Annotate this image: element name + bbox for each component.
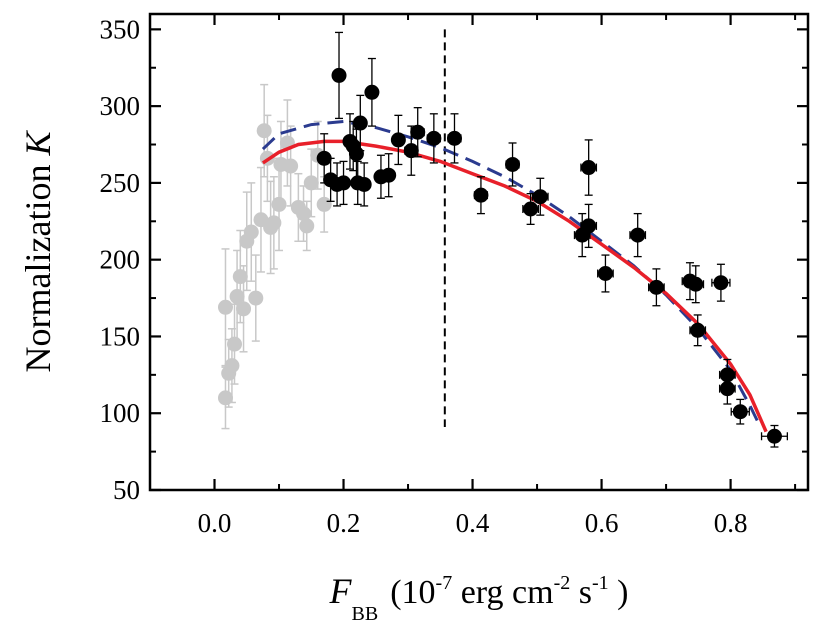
gray-data-point (266, 215, 282, 231)
y-tick-label: 200 (100, 245, 141, 275)
gray-data-point (256, 123, 272, 139)
x-axis-exp1: -7 (436, 572, 453, 594)
gray-data-point (236, 301, 252, 317)
y-axis-title-text: Normalization (18, 156, 58, 373)
gray-data-point (303, 175, 319, 191)
y-axis-title-symbol: K (18, 130, 58, 157)
black-data-point (690, 322, 706, 338)
gray-data-point (232, 269, 248, 285)
gray-data-point (271, 196, 287, 212)
x-axis-subscript: BB (352, 603, 379, 625)
x-tick-label: 0.2 (327, 508, 361, 538)
black-data-point (532, 189, 548, 205)
black-data-point (597, 265, 613, 281)
x-tick-label: 0.8 (714, 508, 748, 538)
black-data-point (352, 115, 368, 131)
x-axis-title: FBB (10-7 erg cm-2 s-1 ) (329, 571, 629, 625)
axis-ticks (149, 14, 808, 492)
black-data-point (390, 132, 406, 148)
black-data-point (766, 428, 782, 444)
x-axis-exp2: -2 (554, 572, 571, 594)
black-data-point (505, 156, 521, 172)
black-data-point (523, 201, 539, 217)
black-data-point (403, 143, 419, 159)
gray-data-point (283, 158, 299, 174)
y-tick-label: 100 (100, 398, 141, 428)
black-data-point (364, 84, 380, 100)
x-axis-exp3: -1 (592, 572, 609, 594)
x-axis-unit-suffix: ) (609, 574, 629, 611)
plot-frame (148, 12, 810, 492)
x-tick-label: 0.0 (198, 508, 232, 538)
gray-data-point (316, 196, 332, 212)
gray-data-point (224, 358, 240, 374)
black-data-point (426, 130, 442, 146)
plot-content (217, 29, 789, 448)
y-axis-title: Normalization K (18, 130, 58, 373)
y-tick-label: 150 (100, 321, 141, 351)
black-data-point (648, 279, 664, 295)
black-data-point (630, 227, 646, 243)
gray-data-point (248, 290, 264, 306)
y-tick-label: 300 (100, 91, 141, 121)
x-axis-unit-mid2: s (570, 574, 592, 611)
black-data-point (381, 167, 397, 183)
black-data-point (446, 130, 462, 146)
black-data-point (348, 146, 364, 162)
black-data-point (316, 150, 332, 166)
black-data-point (732, 404, 748, 420)
x-tick-label: 0.4 (456, 508, 490, 538)
gray-data-point (299, 218, 315, 234)
black-data-point (356, 176, 372, 192)
black-data-point (410, 124, 426, 140)
black-data-point (581, 218, 597, 234)
gray-data-point (243, 224, 259, 240)
x-axis-unit-prefix: (10 (390, 574, 435, 611)
x-axis-symbol: F (329, 571, 353, 611)
black-data-point (336, 175, 352, 191)
y-tick-label: 50 (113, 475, 140, 505)
black-data-point (473, 187, 489, 203)
black-data-point (331, 67, 347, 83)
gray-data-point (217, 299, 233, 315)
x-tick-label: 0.6 (585, 508, 619, 538)
black-data-point (581, 160, 597, 176)
x-axis-unit-mid: erg cm (452, 574, 553, 611)
blue-dashed-fit-line (261, 119, 761, 427)
black-data-point (713, 275, 729, 291)
black-data-point (688, 276, 704, 292)
tick-labels: 0.0 0.2 0.4 0.6 0.8 50 100 150 200 250 300 350 (100, 14, 748, 538)
y-tick-label: 250 (100, 168, 141, 198)
y-tick-label: 350 (100, 14, 141, 44)
gray-data-point (227, 336, 243, 352)
black-data-point (719, 381, 735, 397)
